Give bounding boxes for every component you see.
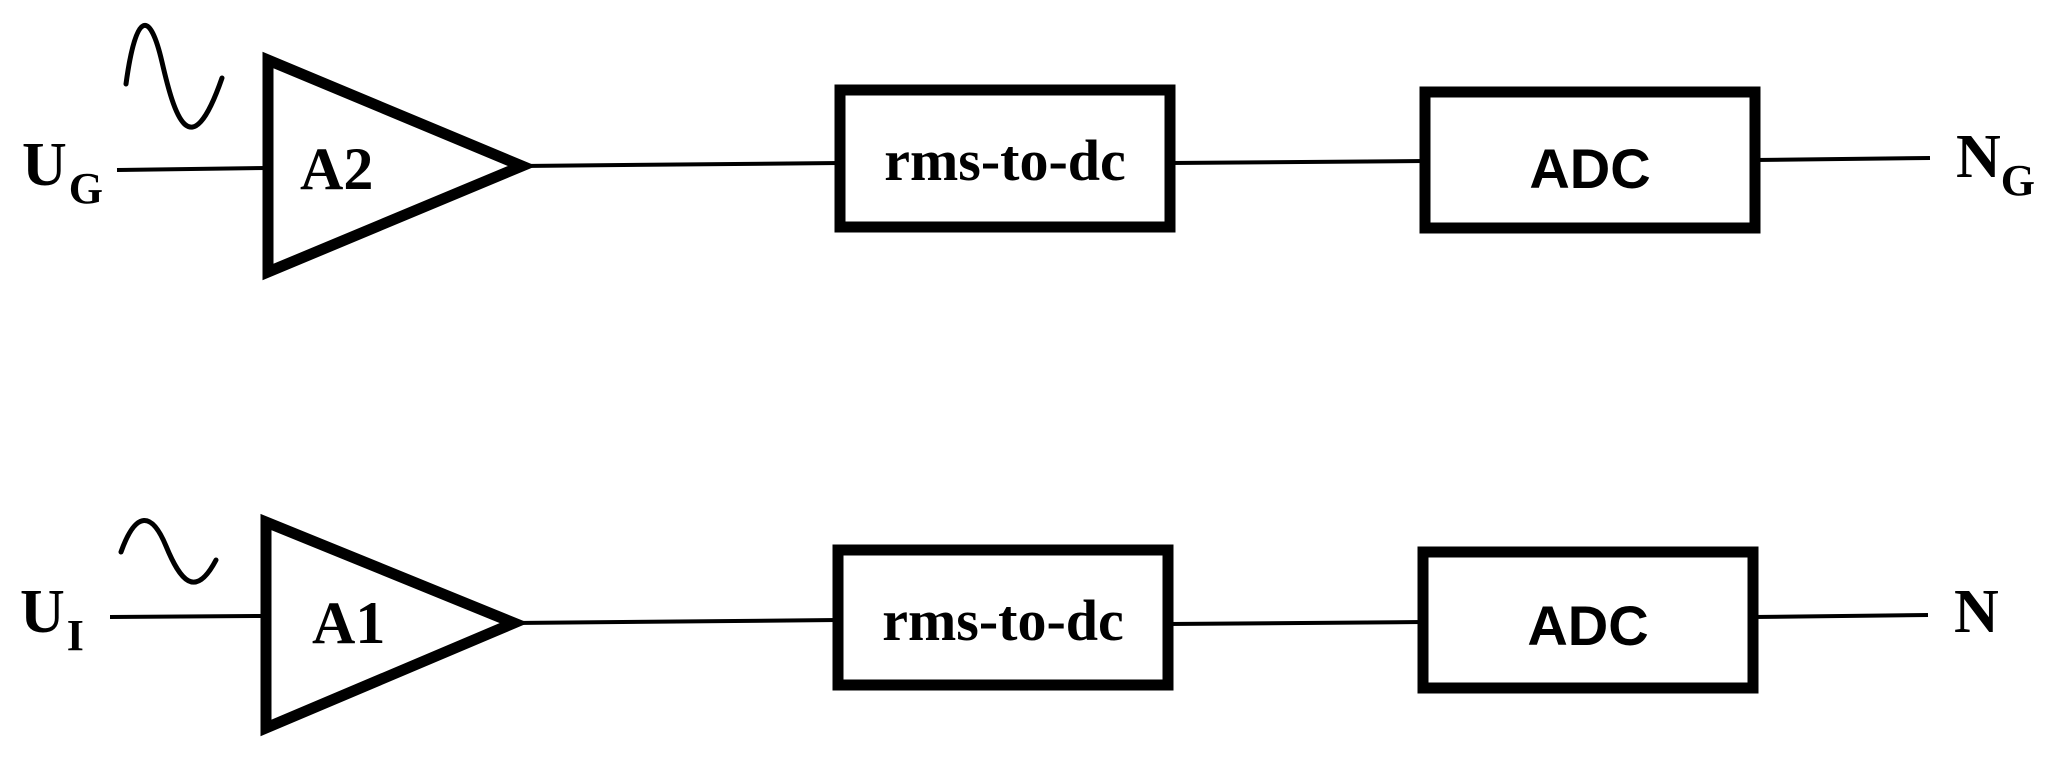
amplifier-a1 [260, 513, 529, 737]
input-label-top: UG [22, 131, 103, 213]
output-wire-top [1754, 156, 1931, 162]
output-label-bottom: N [1954, 578, 1999, 646]
sine-wave-icon-top [123, 23, 225, 130]
rms-to-dc-label-bottom: rms-to-dc [882, 588, 1124, 653]
sine-wave-icon-bottom [118, 518, 219, 585]
adc-label-bottom: ADC [1527, 594, 1648, 657]
channel-top: UG A2 rms-to-dc ADC NG [22, 23, 2035, 281]
adc-block-bottom [1417, 546, 1759, 694]
rms-to-dc-block-top [834, 84, 1176, 233]
input-label-bottom: UI [20, 578, 84, 660]
amplifier-label-top: A2 [300, 136, 373, 202]
input-wire-top [116, 166, 267, 172]
amplifier-label-bottom: A1 [312, 590, 385, 656]
adc-label-top: ADC [1529, 137, 1650, 200]
wire-amp-to-rms-bottom [513, 618, 839, 625]
wire-rms-to-adc-top [1169, 159, 1426, 165]
output-wire-bottom [1752, 613, 1929, 619]
rms-to-dc-label-top: rms-to-dc [884, 128, 1126, 193]
wire-amp-to-rms-top [521, 161, 841, 168]
output-label-top: NG [1956, 123, 2035, 205]
channel-bottom: UI A1 rms-to-dc ADC N [20, 513, 1999, 737]
wire-rms-to-adc-bottom [1167, 620, 1424, 626]
amplifier-a2 [262, 51, 537, 281]
rms-to-dc-block-bottom [832, 544, 1174, 691]
input-wire-bottom [109, 614, 263, 619]
